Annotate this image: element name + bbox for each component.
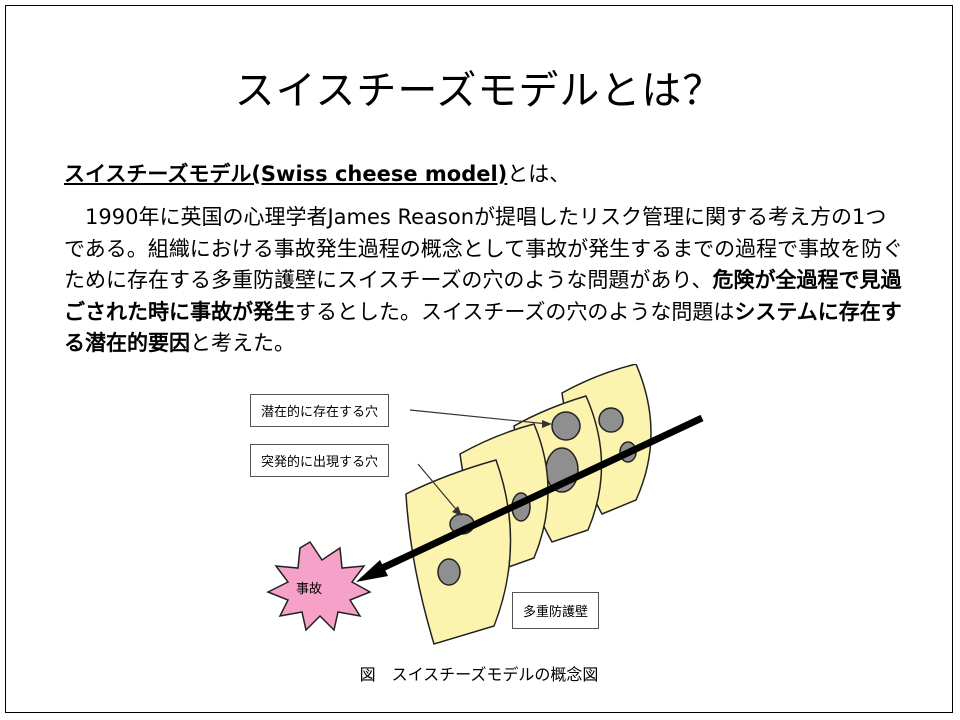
- body-text-part-1: 1990年に英国の心理学者James Reasonが提唱したリスク管理に関する考…: [64, 205, 904, 292]
- latent-pointer-head: [542, 420, 552, 428]
- sudden-pointer-head: [452, 506, 462, 516]
- body-text-part-2: するとした。スイスチーズの穴のような問題は: [295, 299, 735, 324]
- hazard-arrow-head: [356, 560, 388, 582]
- accident-burst: [266, 540, 372, 632]
- hazard-arrow-line: [376, 414, 704, 574]
- cheese-hole: [551, 411, 581, 441]
- latent-pointer: [409, 409, 549, 425]
- subheading-term: スイスチーズモデル(Swiss cheese model): [64, 162, 508, 186]
- body-text-part-3: と考えた。: [190, 331, 295, 355]
- label-sudden-hole: 突発的に出現する穴: [250, 444, 390, 477]
- body-paragraph: 1990年に英国の心理学者James Reasonが提唱したリスク管理に関する考…: [64, 202, 904, 360]
- cheese-slice-1: [405, 459, 512, 645]
- subheading: スイスチーズモデル(Swiss cheese model)とは、: [64, 158, 570, 188]
- cheese-hole: [598, 407, 624, 433]
- label-latent-hole: 潜在的に存在する穴: [250, 394, 390, 427]
- swiss-cheese-figure: 潜在的に存在する穴 突発的に出現する穴 事故 多重防護壁: [246, 363, 716, 654]
- swiss-cheese-diagram: [266, 363, 704, 645]
- label-accident: 事故: [296, 582, 323, 597]
- body-bold-1: 危険が全過程で見過ごされた時に事故が発生: [64, 268, 902, 324]
- label-multiple-barriers: 多重防護壁: [512, 592, 600, 629]
- subheading-suffix: とは、: [507, 162, 571, 186]
- cheese-hole: [437, 558, 461, 586]
- body-bold-2: システムに存在する潜在的要因: [64, 299, 902, 356]
- sudden-pointer: [417, 463, 461, 515]
- body-indent: [64, 205, 85, 229]
- page-title: スイスチーズモデルとは？: [234, 68, 724, 114]
- body-text: 1990年に英国の心理学者James Reasonが提唱したリスク管理に関する考…: [64, 202, 904, 360]
- figure-caption: 図 スイスチーズモデルの概念図: [359, 665, 599, 684]
- slide: スイスチーズモデルとは？ スイスチーズモデル(Swiss cheese mode…: [5, 5, 953, 713]
